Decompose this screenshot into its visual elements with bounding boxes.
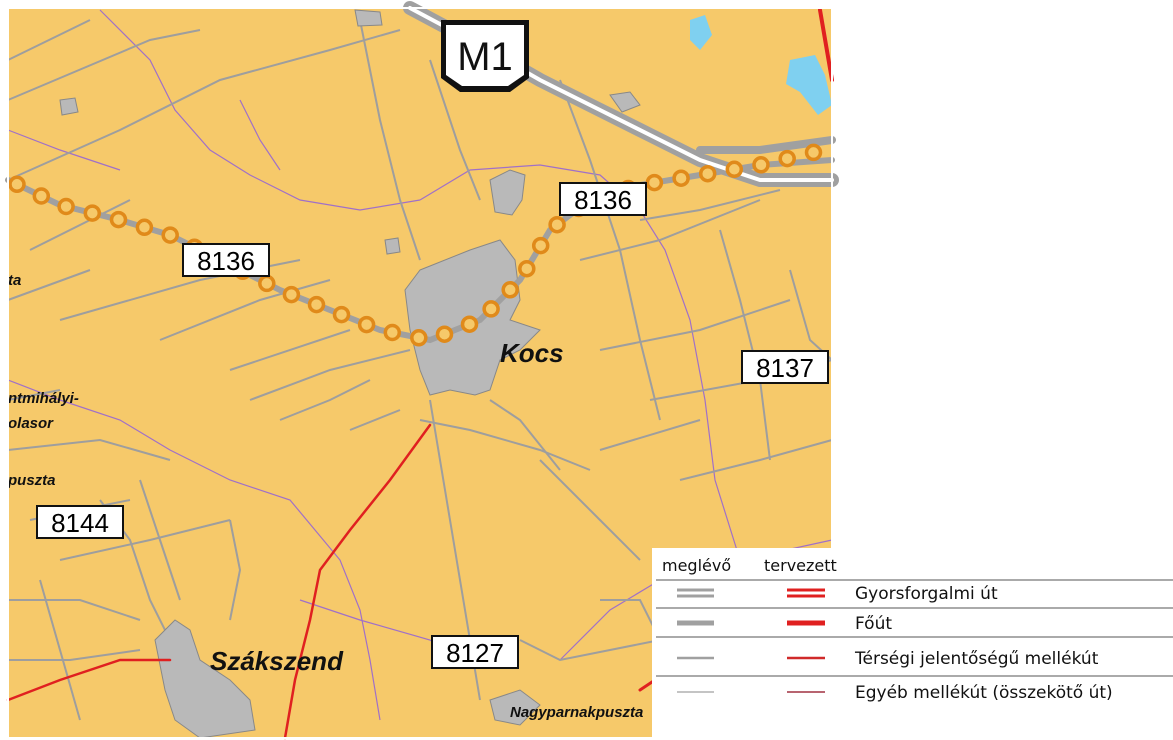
route-circle xyxy=(357,315,376,334)
settlement-small xyxy=(384,237,401,255)
route-circle xyxy=(698,164,717,183)
route-circle xyxy=(645,173,664,192)
route-circle xyxy=(482,300,500,318)
route-circle xyxy=(135,218,154,237)
legend-dividers xyxy=(656,579,1173,677)
route-circle xyxy=(501,281,519,299)
legend-row-regional-road: Térségi jelentőségű mellékút xyxy=(677,649,1099,669)
water-body xyxy=(786,55,832,115)
road-sign-8136-b: 8136 xyxy=(559,182,647,216)
route-circle xyxy=(32,187,51,205)
route-circle xyxy=(109,210,128,229)
legend-row-other-road: Egyéb mellékút (összekötő út) xyxy=(677,683,1113,703)
road-number: 8144 xyxy=(51,508,109,538)
place-nagyparnakpuszta: Nagyparnakpuszta xyxy=(510,704,643,721)
legend-col-existing: meglévő xyxy=(662,556,731,575)
road-number: 8137 xyxy=(756,353,814,383)
place-edge-ta: ta xyxy=(8,272,21,289)
shield-label: M1 xyxy=(457,35,513,79)
route-circle xyxy=(752,156,770,174)
route-circle xyxy=(282,285,301,304)
road-sign-8127: 8127 xyxy=(431,635,519,669)
route-circle xyxy=(725,160,744,179)
route-circle xyxy=(307,295,326,314)
route-circle xyxy=(672,169,690,187)
legend-label: Egyéb mellékút (összekötő út) xyxy=(855,683,1113,703)
route-circle xyxy=(518,259,536,278)
legend: meglévő tervezett Gyorsforgalmi út Főút xyxy=(652,548,1173,740)
legend-label: Térségi jelentőségű mellékút xyxy=(854,649,1099,669)
place-kocs: Kocs xyxy=(500,338,564,368)
route-circle xyxy=(383,323,402,342)
road-sign-8144: 8144 xyxy=(36,505,124,539)
route-circle xyxy=(332,305,351,324)
route-circle xyxy=(83,204,102,222)
route-circle xyxy=(435,325,454,343)
road-number: 8136 xyxy=(197,246,255,276)
legend-label: Főút xyxy=(855,614,892,634)
settlement-nagyparnak xyxy=(489,689,541,726)
road-sign-8136-a: 8136 xyxy=(182,243,270,277)
legend-row-main-road: Főút xyxy=(677,614,892,634)
settlement-north xyxy=(489,169,526,216)
motorway-shield-m1: M1 xyxy=(441,20,529,92)
road-sign-8137: 8137 xyxy=(741,350,829,384)
place-edge-szentmihalyi: ntmihályi- xyxy=(8,390,79,407)
legend-row-motorway: Gyorsforgalmi út xyxy=(677,584,998,604)
road-number: 8136 xyxy=(574,185,632,215)
settlement-small-2 xyxy=(354,9,383,27)
route-circle xyxy=(548,215,566,234)
settlement-east xyxy=(609,91,641,113)
route-circle xyxy=(531,236,550,255)
place-edge-olasor: olasor xyxy=(8,415,54,432)
map-frame xyxy=(7,7,833,739)
water-body-2 xyxy=(690,15,712,50)
place-edge-puszta: puszta xyxy=(7,472,56,489)
route-circle xyxy=(161,226,179,244)
route-circle xyxy=(258,274,276,293)
legend-col-planned: tervezett xyxy=(764,556,837,575)
settlement-west xyxy=(59,97,79,116)
route-circle xyxy=(804,143,823,162)
route-circle xyxy=(57,197,75,216)
place-szakszend: Szákszend xyxy=(210,646,344,676)
planned-route-circles xyxy=(8,143,823,347)
legend-label: Gyorsforgalmi út xyxy=(855,584,998,604)
map-area: 8136 8136 8137 8144 8127 M1 Kocs Száksze… xyxy=(5,1,839,740)
route-circle xyxy=(460,315,479,333)
route-circle xyxy=(8,175,26,194)
settlement-szakszend xyxy=(154,619,256,739)
route-circle xyxy=(410,329,428,347)
road-number: 8127 xyxy=(446,638,504,668)
route-circle xyxy=(778,149,796,168)
legend-background xyxy=(652,548,1173,740)
